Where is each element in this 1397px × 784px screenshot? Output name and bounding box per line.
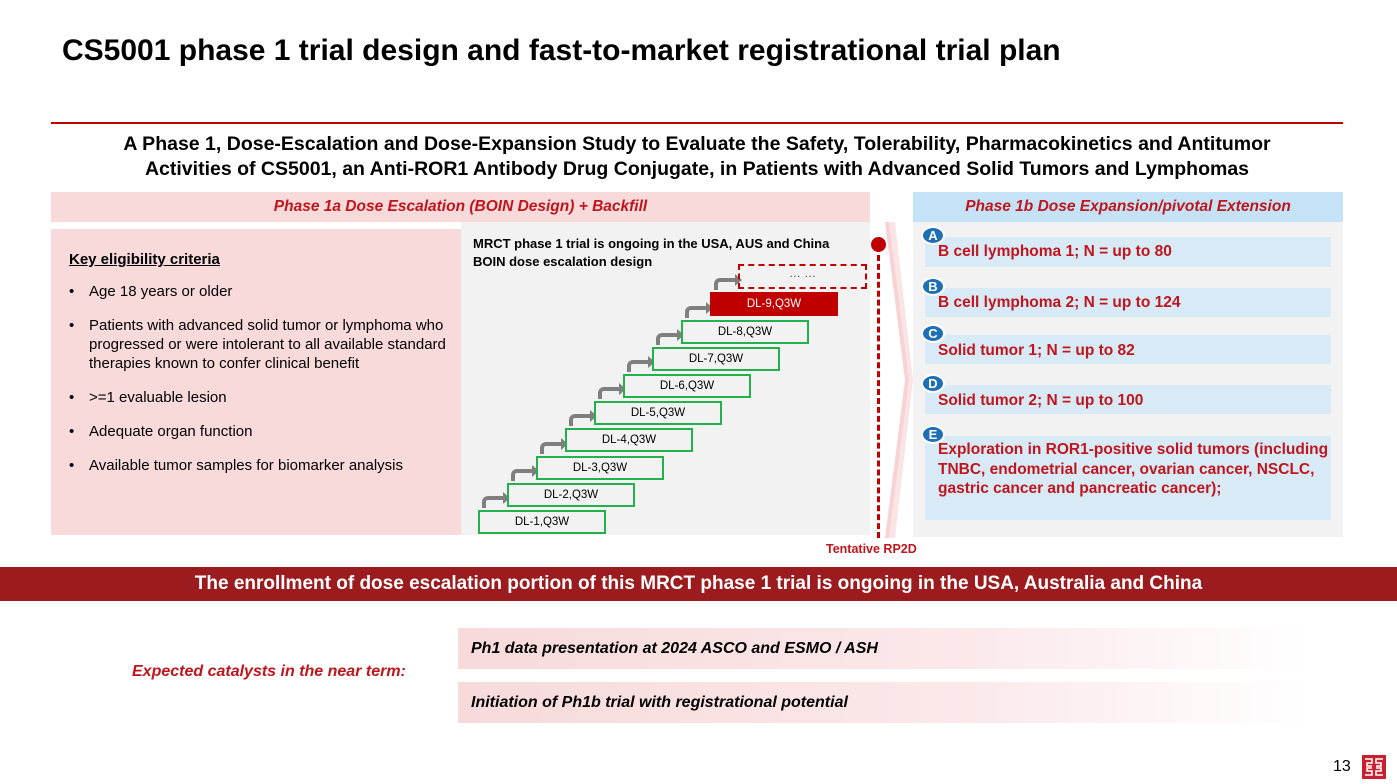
step-up-arrow-icon bbox=[540, 437, 568, 454]
rp2d-line bbox=[877, 246, 880, 538]
phase1a-header: Phase 1a Dose Escalation (BOIN Design) +… bbox=[51, 192, 870, 222]
eligibility-item: Patients with advanced solid tumor or ly… bbox=[69, 316, 449, 373]
dose-level-step: DL-2,Q3W bbox=[507, 482, 635, 507]
dose-level-step: DL-1,Q3W bbox=[478, 510, 606, 534]
eligibility-list: Age 18 years or olderPatients with advan… bbox=[69, 282, 461, 475]
rp2d-label: Tentative RP2D bbox=[826, 542, 917, 556]
eligibility-item: >=1 evaluable lesion bbox=[69, 388, 449, 407]
page-title: CS5001 phase 1 trial design and fast-to-… bbox=[62, 34, 1061, 67]
dose-level-step: DL-3,Q3W bbox=[536, 455, 664, 480]
eligibility-item: Age 18 years or older bbox=[69, 282, 449, 301]
step-up-arrow-icon bbox=[511, 464, 539, 481]
eligibility-item: Adequate organ function bbox=[69, 422, 449, 441]
phase1b-header: Phase 1b Dose Expansion/pivotal Extensio… bbox=[913, 192, 1343, 222]
study-title-line: Activities of CS5001, an Anti-ROR1 Antib… bbox=[144, 158, 1250, 180]
cohort-item: Solid tumor 1; N = up to 82 bbox=[925, 335, 1331, 364]
next-dose-placeholder: … … bbox=[738, 264, 867, 289]
chevron-arrow-icon bbox=[885, 222, 913, 538]
page-number: 13 bbox=[1333, 758, 1351, 775]
cohort-letter-badge: A bbox=[921, 226, 945, 245]
eligibility-panel: Key eligibility criteria Age 18 years or… bbox=[51, 229, 461, 535]
eligibility-item: Available tumor samples for biomarker an… bbox=[69, 456, 449, 475]
title-divider bbox=[51, 122, 1343, 124]
rp2d-marker bbox=[871, 237, 886, 252]
study-title: A Phase 1, Dose-Escalation and Dose-Expa… bbox=[51, 132, 1343, 182]
cohort-letter-badge: D bbox=[921, 374, 945, 393]
cohort-item: B cell lymphoma 2; N = up to 124 bbox=[925, 288, 1331, 317]
step-up-arrow-icon bbox=[482, 492, 510, 508]
step-up-arrow-icon bbox=[569, 410, 597, 427]
step-up-arrow-icon bbox=[714, 274, 742, 291]
eligibility-heading: Key eligibility criteria bbox=[69, 251, 220, 268]
cohort-item: Exploration in ROR1-positive solid tumor… bbox=[925, 436, 1331, 520]
catalysts-label: Expected catalysts in the near term: bbox=[132, 663, 406, 680]
step-up-arrow-icon bbox=[656, 328, 684, 345]
catalyst-item: Ph1 data presentation at 2024 ASCO and E… bbox=[458, 628, 1310, 669]
step-up-arrow-icon bbox=[685, 301, 713, 318]
study-title-line: A Phase 1, Dose-Escalation and Dose-Expa… bbox=[123, 133, 1271, 155]
boin-caption: MRCT phase 1 trial is ongoing in the USA… bbox=[473, 235, 829, 271]
dose-level-step: DL-7,Q3W bbox=[652, 346, 780, 371]
step-up-arrow-icon bbox=[627, 356, 655, 372]
catalyst-item: Initiation of Ph1b trial with registrati… bbox=[458, 682, 1310, 723]
dose-level-step: DL-4,Q3W bbox=[565, 428, 693, 453]
boin-caption-line: MRCT phase 1 trial is ongoing in the USA… bbox=[473, 236, 830, 251]
dose-level-step: DL-8,Q3W bbox=[681, 319, 809, 344]
cohort-letter-badge: E bbox=[921, 425, 945, 444]
dose-level-step: DL-9,Q3W bbox=[710, 292, 838, 317]
step-up-arrow-icon bbox=[598, 383, 626, 400]
cohort-item: B cell lymphoma 1; N = up to 80 bbox=[925, 237, 1331, 267]
dose-level-step: DL-6,Q3W bbox=[623, 374, 751, 398]
cohort-letter-badge: C bbox=[921, 324, 945, 343]
enrollment-banner: The enrollment of dose escalation portio… bbox=[0, 567, 1397, 601]
cohort-letter-badge: B bbox=[921, 277, 945, 296]
boin-caption-line: BOIN dose escalation design bbox=[473, 254, 653, 269]
company-logo bbox=[1362, 755, 1386, 779]
cohort-item: Solid tumor 2; N = up to 100 bbox=[925, 385, 1331, 414]
dose-level-step: DL-5,Q3W bbox=[594, 401, 722, 426]
